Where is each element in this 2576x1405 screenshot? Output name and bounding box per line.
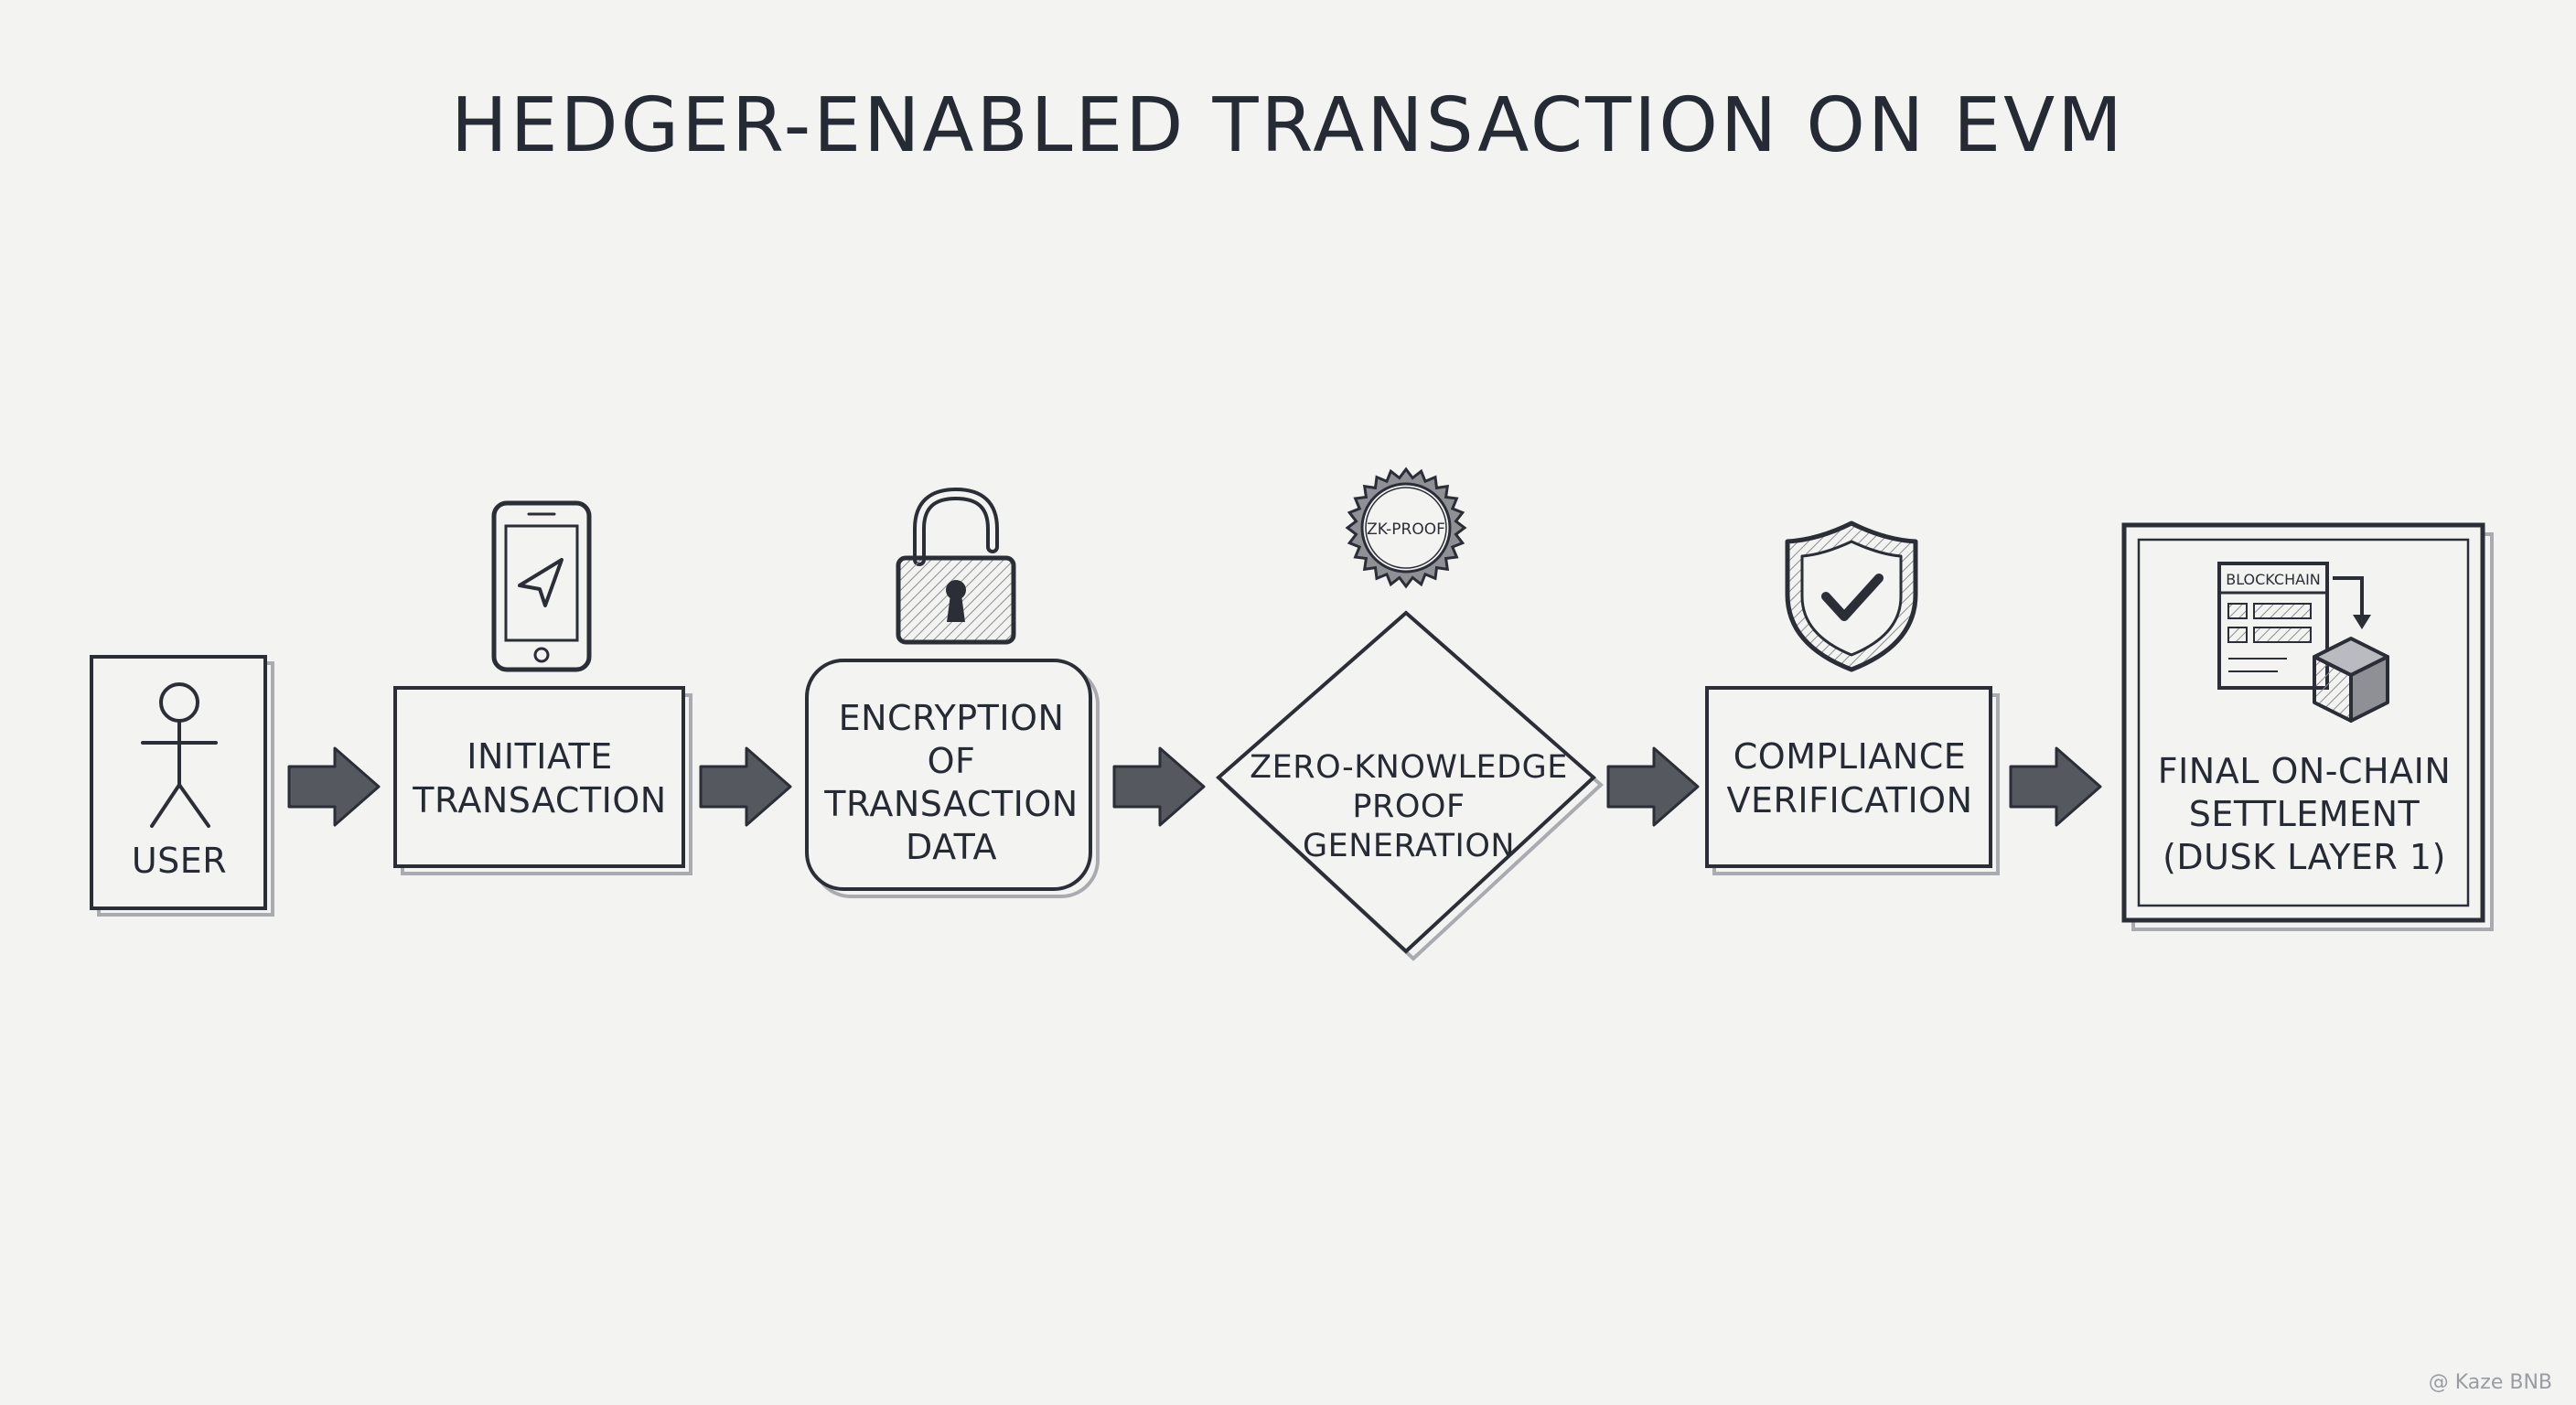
node-zkp-label-1: ZERO-KNOWLEDGE: [1250, 749, 1568, 786]
node-compliance: COMPLIANCE VERIFICATION: [1705, 520, 2000, 875]
flow-arrow-2: [699, 746, 792, 827]
node-settlement-label-2: SETTLEMENT: [2189, 794, 2420, 834]
node-user: USER: [90, 655, 274, 917]
zk-badge-label: ZK-PROOF: [1367, 520, 1445, 539]
node-initiate: INITIATE TRANSACTION: [393, 500, 692, 875]
flow-arrow-4: [1606, 746, 1700, 827]
node-encryption-label-4: DATA: [906, 827, 997, 867]
node-settlement: BLOCKCHAIN FINAL ON-CHAIN SETTLEMENT (DU…: [2121, 522, 2494, 931]
node-zkp-diamond: [1216, 610, 1596, 954]
stick-figure-icon: [141, 682, 218, 828]
node-initiate-label-1: INITIATE: [467, 736, 613, 777]
flow-arrow-1: [287, 746, 381, 827]
node-zkp-label-2: PROOF: [1352, 788, 1465, 825]
node-initiate-box: [393, 686, 685, 868]
blockchain-icon: BLOCKCHAIN: [2217, 562, 2389, 723]
node-initiate-label-2: TRANSACTION: [412, 780, 666, 820]
node-zkp: ZK-PROOF ZERO-KNOWLEDGE PROOF GENERATION: [1216, 467, 1604, 961]
node-compliance-label-2: VERIFICATION: [1726, 780, 1972, 820]
node-encryption-box: [805, 659, 1092, 891]
node-encryption: ENCRYPTION OF TRANSACTION DATA: [805, 487, 1100, 898]
diagram-title: HEDGER-ENABLED TRANSACTION ON EVM: [451, 82, 2125, 169]
node-settlement-label-1: FINAL ON-CHAIN: [2158, 751, 2452, 791]
padlock-icon: [896, 487, 1016, 645]
node-encryption-label-2: OF: [928, 741, 976, 781]
node-encryption-label-1: ENCRYPTION: [839, 698, 1065, 738]
node-settlement-inner-box: [2137, 538, 2470, 907]
shield-check-icon: [1785, 520, 1918, 672]
node-settlement-label-3: (DUSK LAYER 1): [2163, 837, 2446, 877]
smartphone-icon: [491, 500, 592, 672]
watermark: @ Kaze BNB: [2428, 1371, 2552, 1394]
blockchain-label: BLOCKCHAIN: [2226, 571, 2321, 588]
flow-arrow-3: [1112, 746, 1206, 827]
node-compliance-box: [1705, 686, 1992, 868]
flow-arrow-5: [2009, 746, 2102, 827]
node-encryption-label-3: TRANSACTION: [823, 784, 1078, 824]
node-compliance-label-1: COMPLIANCE: [1733, 736, 1967, 777]
node-zkp-label-3: GENERATION: [1303, 828, 1515, 864]
badge-icon: ZK-PROOF: [1345, 467, 1467, 589]
node-user-label: USER: [132, 841, 227, 881]
